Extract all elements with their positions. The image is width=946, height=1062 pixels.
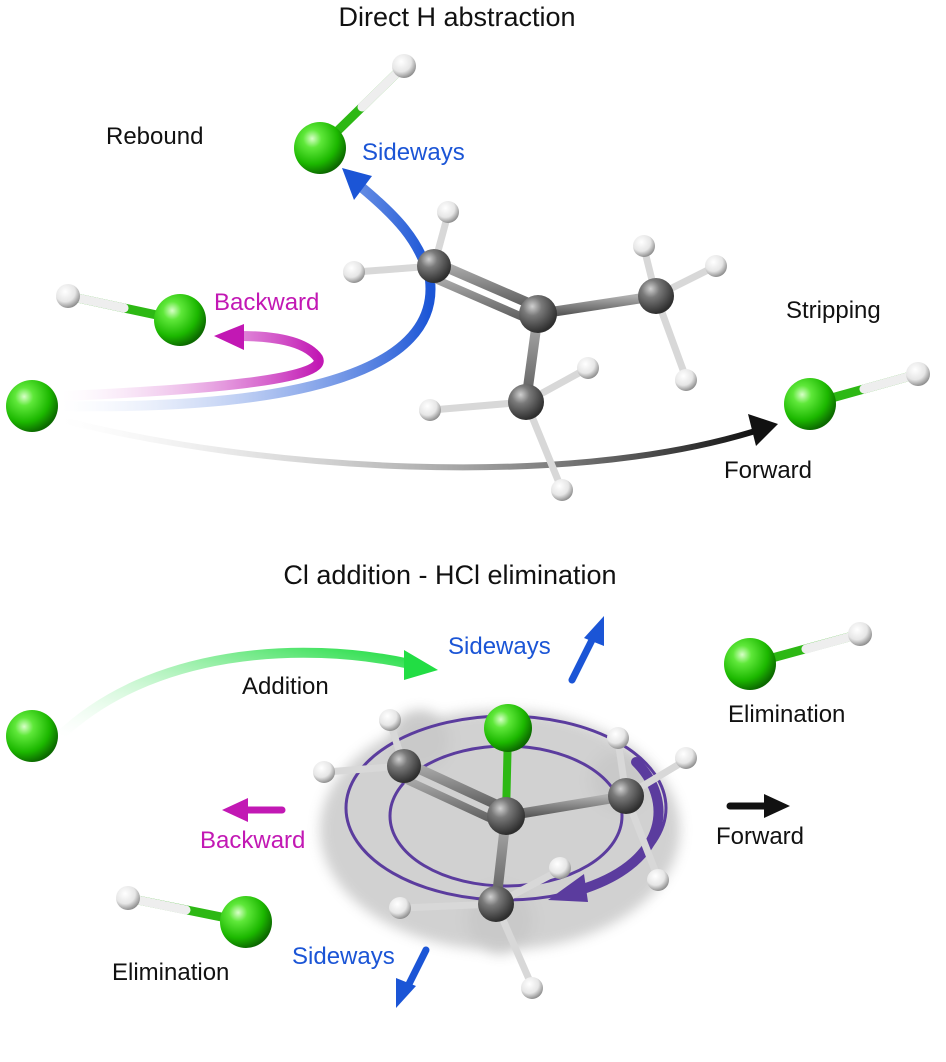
hcl-elimination-left-molecule: [116, 886, 272, 948]
carbon-atom: [638, 278, 674, 314]
added-chlorine-atom: [484, 704, 532, 752]
sideways-label-bottom: Sideways: [292, 943, 395, 970]
forward-arrowhead: [748, 414, 778, 446]
backward-label-top: Backward: [214, 289, 319, 316]
hydrogen-atom: [343, 261, 365, 283]
hcl-sideways-molecule: [294, 54, 416, 174]
incoming-chlorine-atom-bottom: [6, 710, 58, 762]
hcl-elimination-right-molecule: [724, 622, 872, 690]
forward-label-top: Forward: [724, 457, 812, 484]
incoming-chlorine-atom: [6, 380, 58, 432]
elimination-label-right: Elimination: [728, 701, 845, 728]
hydrogen-atom: [419, 399, 441, 421]
addition-trajectory: [55, 647, 438, 741]
top-molecule: [343, 201, 727, 501]
backward-arrowhead: [214, 324, 244, 350]
forward-label-bottom: Forward: [716, 823, 804, 850]
hydrogen-atom: [633, 235, 655, 257]
rotation-arrowhead: [548, 874, 588, 902]
sideways-down-arrowhead: [396, 978, 416, 1008]
addition-label: Addition: [242, 673, 329, 700]
backward-arrowhead-bottom: [222, 798, 248, 822]
sideways-label-bottom-top: Sideways: [448, 633, 551, 660]
sideways-trajectory: [57, 181, 436, 412]
bottom-complex-molecule: [313, 704, 697, 999]
carbon-atom: [508, 384, 544, 420]
hydrogen-atom: [577, 357, 599, 379]
hydrogen-atom: [551, 479, 573, 501]
backward-label-bottom: Backward: [200, 827, 305, 854]
sideways-up-arrowhead: [584, 616, 604, 646]
hydrogen-atom: [675, 369, 697, 391]
hydrogen-atom: [437, 201, 459, 223]
sideways-label-top: Sideways: [362, 139, 465, 166]
top-trajectories: [57, 168, 778, 471]
elimination-label-left: Elimination: [112, 959, 229, 986]
backward-trajectory: [57, 331, 324, 401]
hcl-stripping-molecule: [784, 362, 930, 430]
hcl-backward-molecule: [56, 284, 206, 346]
forward-arrowhead-bottom: [764, 794, 790, 818]
top-panel-title: Direct H abstraction: [338, 2, 575, 32]
rebound-label: Rebound: [106, 123, 203, 150]
sideways-arrowhead: [342, 168, 372, 200]
stripping-label: Stripping: [786, 297, 881, 324]
forward-trajectory: [59, 417, 755, 471]
hydrogen-atom: [705, 255, 727, 277]
bottom-direction-arrows: [222, 616, 790, 1008]
carbon-atom: [519, 295, 557, 333]
carbon-atom: [417, 249, 451, 283]
bottom-panel-title: Cl addition - HCl elimination: [283, 560, 616, 590]
